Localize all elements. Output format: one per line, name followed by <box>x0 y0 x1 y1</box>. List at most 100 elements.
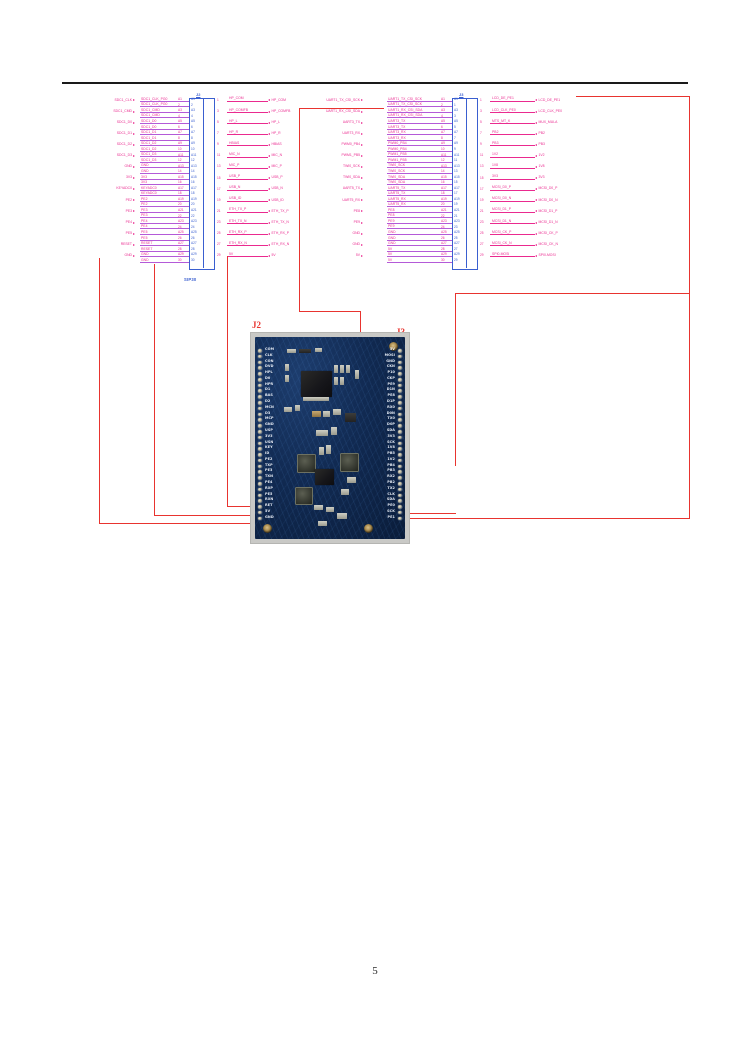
pcb-pin-label: KEY <box>265 445 273 450</box>
passive-component <box>287 349 296 353</box>
port-label[interactable]: USB_P <box>271 175 283 180</box>
port-label[interactable]: PE5 <box>125 230 132 235</box>
port-label[interactable]: KEYADC0 <box>116 186 132 191</box>
port-label[interactable]: PE9 <box>353 219 360 224</box>
port-label[interactable]: PB3 <box>538 142 545 146</box>
port-label[interactable]: SDC1_CLK <box>114 97 132 102</box>
port-label[interactable]: MUX_MULA <box>538 119 558 124</box>
net-wire <box>387 111 452 113</box>
net-label: USB_ID <box>229 196 242 201</box>
port-label[interactable]: TWI0_SCK <box>343 164 360 169</box>
port-label[interactable]: HP_COM <box>271 97 287 102</box>
port-label[interactable]: UART5_TX <box>342 186 360 191</box>
port-label[interactable]: MIC_N <box>271 153 283 158</box>
port-label[interactable]: MIC_P <box>271 164 282 169</box>
passive-component <box>285 375 289 382</box>
port-label[interactable]: SDC1_D0 <box>116 119 132 124</box>
pcb-pin-label: RX0 <box>387 404 395 409</box>
pcb-pin-label: PB5 <box>387 451 395 456</box>
port-label[interactable]: 1V2 <box>538 153 545 158</box>
net-label: SDC1_D2 <box>141 141 157 146</box>
port-label[interactable]: GND <box>124 253 132 257</box>
pin-number: 25 <box>217 231 221 235</box>
port-label[interactable]: ETH_TX_N <box>271 219 289 224</box>
port-label[interactable]: UART1_TX_CSI_SCK <box>326 97 360 102</box>
pin-number: 10 <box>178 146 182 151</box>
port-label[interactable]: PWM0_PB4 <box>341 142 360 146</box>
passive-component <box>315 348 322 352</box>
port-arrow-icon <box>361 210 363 213</box>
red-wire-gnd-mid-bottom <box>154 515 255 517</box>
red-wire-5v-bottom <box>227 506 255 508</box>
port-label[interactable]: ETH_RX_P <box>271 230 290 235</box>
port-label[interactable]: MCSI_CK_P <box>538 230 558 235</box>
pin-number: 7 <box>454 135 456 140</box>
pin-number: 6 <box>178 124 180 129</box>
net-wire <box>387 117 452 119</box>
net-wire <box>490 145 535 147</box>
net-wire <box>140 150 189 152</box>
port-label[interactable]: ETH_TX_P <box>271 208 289 213</box>
j2-reference-designator: J2 <box>196 92 201 97</box>
port-label[interactable]: PE4 <box>125 219 132 224</box>
pin-number: A17 <box>454 185 460 190</box>
port-label[interactable]: PE2 <box>125 197 132 202</box>
port-label[interactable]: GND <box>352 241 360 246</box>
pcb-pin-label: CKN <box>386 364 395 369</box>
pin-number: A29 <box>454 252 460 257</box>
port-label[interactable]: USB_N <box>271 186 283 191</box>
port-label[interactable]: UART5_RX <box>342 197 360 202</box>
port-label[interactable]: SPI0-MOSI <box>538 253 556 257</box>
port-label[interactable]: USB_ID <box>271 197 284 202</box>
port-label[interactable]: GND <box>352 230 360 235</box>
port-label[interactable]: SDC1_D2 <box>116 142 132 146</box>
pcb-pin-label: RXN <box>265 497 274 502</box>
port-label[interactable]: PWM1_PB5 <box>341 153 360 158</box>
port-label[interactable]: PB2 <box>538 130 545 135</box>
net-wire <box>140 228 189 230</box>
port-label[interactable]: 5V <box>355 253 360 257</box>
red-wire-right-loop-outer <box>689 96 691 519</box>
net-wire <box>140 184 189 185</box>
pin-number: 1 <box>454 102 456 107</box>
port-label[interactable]: MCSI_D0_N <box>538 197 558 202</box>
port-label[interactable]: MCSI_D1_P <box>538 208 558 213</box>
port-label[interactable]: 3V3 <box>125 175 132 180</box>
pin-number: 25 <box>480 231 484 235</box>
pin-number: 27 <box>454 246 458 251</box>
port-label[interactable]: HP_R <box>271 130 281 135</box>
port-label[interactable]: TWI0_SDA <box>343 175 360 180</box>
port-label[interactable]: PE3 <box>125 208 132 213</box>
port-label[interactable]: LCD_CLK_PE0 <box>538 108 563 113</box>
pad-column-left <box>258 349 262 521</box>
port-label[interactable]: SDC1_D1 <box>116 130 132 135</box>
port-label[interactable]: ETH_RX_N <box>271 241 290 246</box>
net-label: GND <box>141 257 149 262</box>
port-label[interactable]: 3V3 <box>538 175 545 180</box>
net-label: SDC1_D0 <box>141 124 157 129</box>
port-label[interactable]: 5V <box>271 253 276 257</box>
port-label[interactable]: LCD_DE_PE1 <box>538 97 561 102</box>
port-label[interactable]: 1V8 <box>538 164 545 169</box>
port-label[interactable]: HP_L <box>271 119 280 124</box>
port-label[interactable]: SDC1_CMD <box>113 108 132 113</box>
port-label[interactable]: MCSI_CK_N <box>538 241 558 246</box>
port-label[interactable]: HBIAS <box>271 142 282 146</box>
port-label[interactable]: MCSI_D1_N <box>538 219 558 224</box>
pcb-pin-label: TX2 <box>387 485 395 490</box>
net-label: USB_P <box>229 174 241 179</box>
net-wire <box>490 101 535 102</box>
pin-number: 26 <box>178 235 182 240</box>
pin-number: 28 <box>191 246 195 251</box>
port-label[interactable]: UART1_RX_CSI_SDA <box>325 108 360 113</box>
port-label[interactable]: UART3_RX <box>342 130 360 135</box>
passive-component <box>333 409 341 415</box>
port-label[interactable]: MCSI_D0_P <box>538 186 558 191</box>
port-label[interactable]: SDC1_D3 <box>116 153 132 158</box>
port-label[interactable]: HP_COMFB <box>271 108 291 113</box>
port-label[interactable]: UART3_TX <box>342 119 360 124</box>
port-label[interactable]: PE8 <box>353 208 360 213</box>
port-label[interactable]: RESET <box>120 241 132 246</box>
port-label[interactable]: GND <box>124 164 132 169</box>
pcb-pad <box>258 476 262 480</box>
